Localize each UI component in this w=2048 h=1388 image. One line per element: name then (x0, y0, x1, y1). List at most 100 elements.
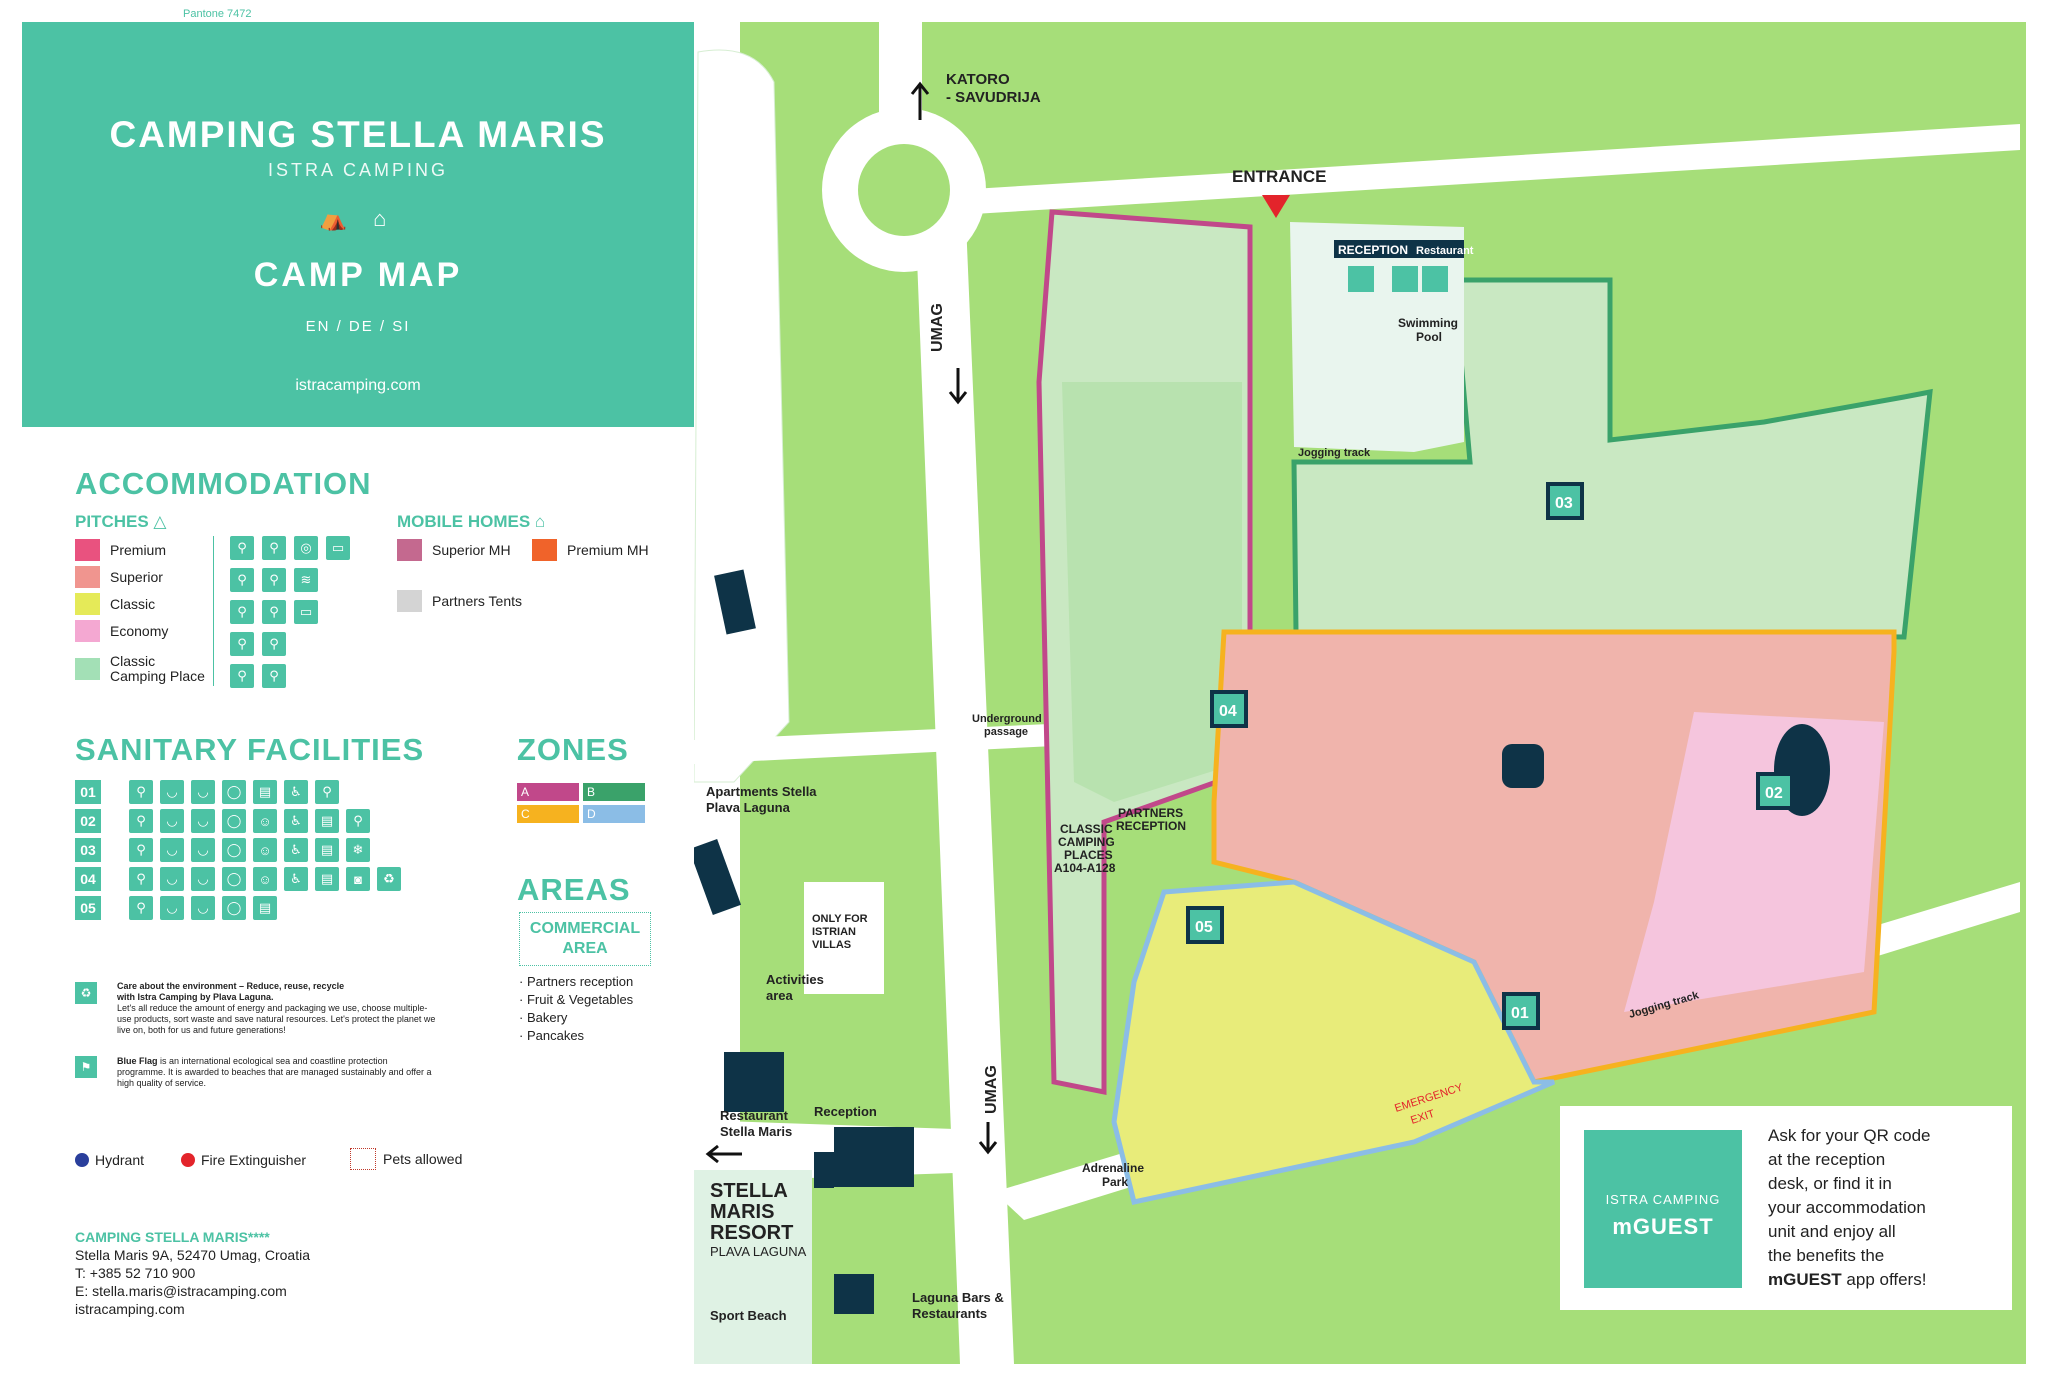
zone-legend: A B C D (517, 783, 645, 823)
legend-partners-tents: Partners Tents (397, 590, 522, 612)
extinguisher-key: Fire Extinguisher (181, 1152, 306, 1168)
recycle-icon: ♻ (75, 982, 97, 1004)
drain-icon: ⚲ (262, 600, 286, 624)
laguna-label-1: Laguna Bars & (912, 1290, 1004, 1305)
laguna-label-2: Restaurants (912, 1306, 987, 1321)
water-icon: ⚲ (230, 568, 254, 592)
contact-block: CAMPING STELLA MARIS**** Stella Maris 9A… (75, 1228, 310, 1318)
zone-b: B (583, 783, 645, 801)
underground-label-2: passage (984, 726, 1028, 738)
resort-label-2: MARIS (710, 1201, 774, 1223)
dishwash-icon: ◡ (191, 896, 215, 920)
partners-tents-swatch (397, 590, 422, 612)
header-website: istracamping.com (295, 377, 421, 394)
premium-swatch (75, 539, 100, 561)
zone-a: A (517, 783, 579, 801)
reception-building (834, 1127, 914, 1187)
zone-b-area (1291, 277, 1933, 640)
laguna-building (834, 1274, 874, 1314)
laundry-icon: ◯ (222, 780, 246, 804)
sanitary-04-label: 04 (1219, 703, 1237, 720)
mguest-text: Ask for your QR code at the reception de… (1768, 1126, 1931, 1289)
camp-title: CAMPING STELLA MARIS (109, 114, 607, 155)
sanitary-01-label: 01 (1511, 1005, 1529, 1022)
zone-d: D (583, 805, 645, 823)
map-svg: KATORO - SAVUDRIJA ENTRANCE UMAG UMAG RE… (694, 22, 2020, 1364)
sanitary-02-label: 02 (1765, 785, 1783, 802)
cafe-icon (1422, 266, 1448, 292)
contact-email[interactable]: E: stella.maris@istracamping.com (75, 1283, 287, 1299)
shower-icon: ⚲ (315, 780, 339, 804)
disabled-icon: ♿ (284, 780, 308, 804)
activities-label-1: Activities (766, 972, 824, 987)
premium-mh-swatch (532, 539, 557, 561)
apartments-label-1: Apartments Stella (706, 784, 817, 799)
sport-beach-label: Sport Beach (710, 1308, 787, 1323)
hydrant-dot (75, 1153, 89, 1167)
sanitary-02-marker (1756, 772, 1794, 810)
laundry-icon: ◯ (222, 896, 246, 920)
info-icon (1348, 266, 1374, 292)
pets-key: Pets allowed (350, 1148, 462, 1170)
legend-premium-mh: Premium MH (532, 539, 649, 561)
resort-label-3: RESORT (710, 1222, 793, 1244)
sat-tv-icon: ▭ (294, 600, 318, 624)
camp-subtitle: ISTRA CAMPING (267, 160, 449, 180)
sanitary-03-label: 03 (1555, 495, 1573, 512)
water-icon: ⚲ (230, 536, 254, 560)
dishwash-icon: ◡ (191, 838, 215, 862)
blue-flag-note: Blue Flag is an international ecological… (117, 1056, 432, 1088)
classic-camping-swatch (75, 658, 100, 680)
south-arrow-icon (948, 368, 968, 405)
legend-economy: Economy (75, 620, 168, 642)
restaurant-building (724, 1052, 784, 1112)
dog-shower-icon: ⚲ (346, 809, 370, 833)
superior-mh-swatch (397, 539, 422, 561)
mguest-card: ISTRA CAMPING mGUEST Ask for your QR cod… (1560, 1106, 2012, 1310)
legend-classic: Classic (75, 593, 155, 615)
entrance-road (924, 124, 2020, 217)
header-icons: ⛺ ⌂ (22, 206, 694, 232)
mguest-brand: ISTRA CAMPING (1605, 1192, 1721, 1207)
sanitary-row-02: 02⚲◡◡◯☺♿▤⚲ (75, 809, 370, 833)
baby-icon: ☺ (253, 809, 277, 833)
istrian-villas-area (804, 882, 884, 994)
resort-label-4: PLAVA LAGUNA (710, 1244, 807, 1259)
building (714, 569, 756, 635)
contact-web[interactable]: istracamping.com (75, 1301, 185, 1317)
camp-map-title: CAMP MAP (253, 256, 463, 294)
area-item: · Pancakes (519, 1028, 585, 1043)
istrian-label-3: VILLAS (812, 939, 851, 951)
area-item: · Partners reception (519, 974, 634, 989)
extinguisher-dot (181, 1153, 195, 1167)
areas-list: · Partners reception · Fruit & Vegetable… (519, 973, 633, 1045)
building (814, 1152, 834, 1188)
shower-icon: ⚲ (129, 780, 153, 804)
drain-icon: ⚲ (262, 568, 286, 592)
sanitary-heading: SANITARY FACILITIES (75, 732, 425, 767)
chem-wc-icon: ▤ (253, 780, 277, 804)
blue-flag-icon: ⚑ (75, 1056, 97, 1078)
contact-name: CAMPING STELLA MARIS**** (75, 1229, 270, 1245)
sanitary-row-01: 01⚲◡◡◯▤♿⚲ (75, 780, 339, 804)
pool-complex (1290, 222, 1464, 452)
katoro-label-1: KATORO (946, 71, 1010, 88)
sink-icon: ◡ (160, 780, 184, 804)
language-list: EN / DE / SI (305, 318, 411, 335)
sanitary-03-marker (1546, 482, 1584, 520)
dishwash-icon: ◡ (191, 780, 215, 804)
resort-block (694, 1170, 812, 1364)
sink-icon: ◡ (160, 896, 184, 920)
camp-map[interactable]: KATORO - SAVUDRIJA ENTRANCE UMAG UMAG RE… (694, 22, 2026, 1364)
sink-icon: ◡ (160, 838, 184, 862)
drain-icon: ⚲ (262, 632, 286, 656)
drain-icon: ⚲ (262, 536, 286, 560)
zone-a-inner (1062, 382, 1242, 802)
laundry-icon: ◯ (222, 867, 246, 891)
laundry-icon: ◯ (222, 838, 246, 862)
zones-heading: ZONES (517, 732, 629, 767)
zone-c: C (517, 805, 579, 823)
mguest-tile[interactable]: ISTRA CAMPING mGUEST (1584, 1130, 1742, 1288)
sink-icon: ◡ (160, 867, 184, 891)
tent-icon: △ (153, 512, 167, 531)
